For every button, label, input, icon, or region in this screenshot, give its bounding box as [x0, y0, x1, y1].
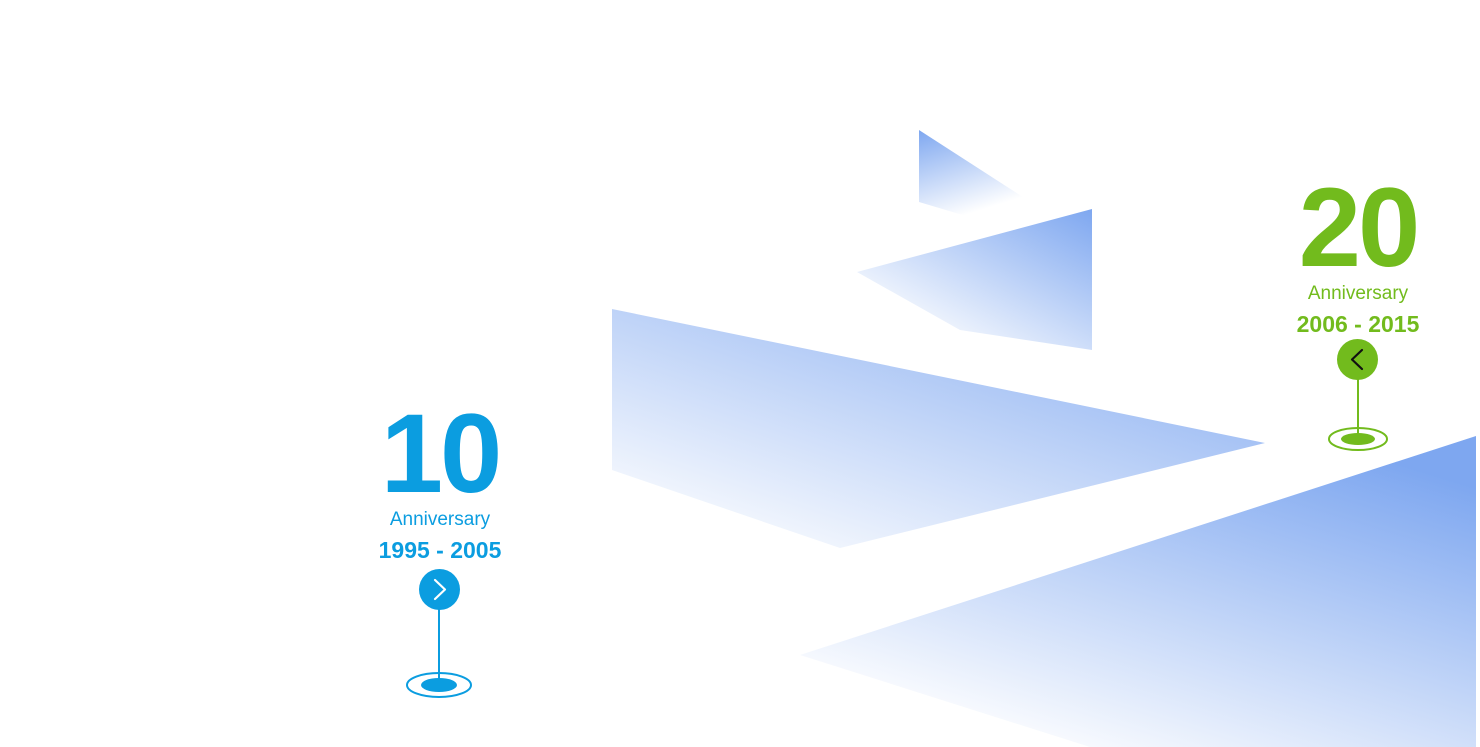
milestone-20: 20 Anniversary 2006 - 2015	[1278, 172, 1438, 336]
chevron-left-icon	[1337, 339, 1378, 380]
milestone-10: 10 Anniversary 1995 - 2005	[360, 398, 520, 562]
milestone-number: 20	[1298, 165, 1421, 290]
location-pin-marker	[406, 609, 472, 698]
milestone-label: Anniversary	[389, 509, 491, 530]
shape-top-small	[919, 130, 1029, 216]
milestone-years: 1995 - 2005	[378, 537, 502, 563]
previous-button[interactable]	[1337, 339, 1378, 380]
shape-middle-band	[612, 309, 1265, 548]
chevron-right-icon	[419, 569, 460, 610]
milestone-number: 10	[380, 391, 503, 516]
next-button[interactable]	[419, 569, 460, 610]
shape-upper-band	[857, 209, 1092, 350]
shape-bottom-band	[800, 436, 1476, 747]
milestone-years: 2006 - 2015	[1296, 311, 1420, 337]
location-pin-marker	[1328, 379, 1388, 451]
milestone-label: Anniversary	[1307, 283, 1409, 304]
